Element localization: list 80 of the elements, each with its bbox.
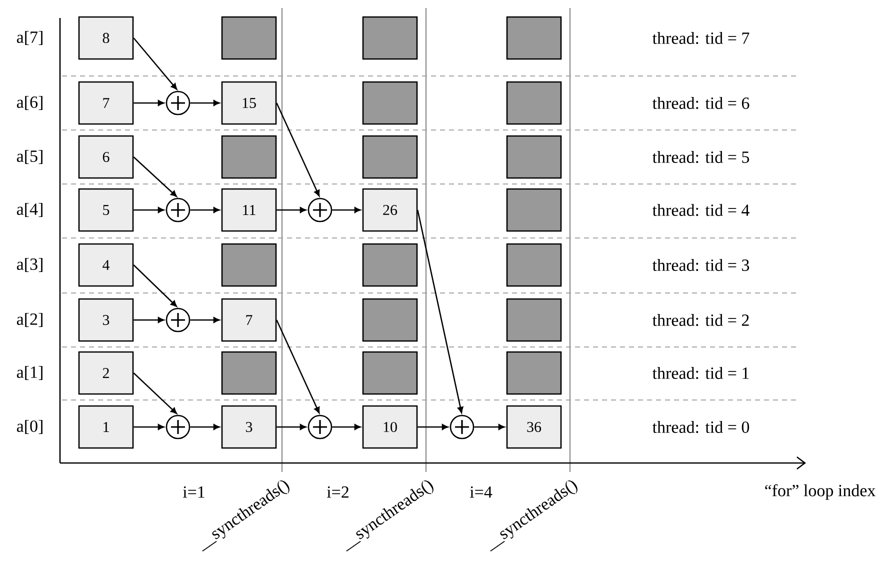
value-box: 15 xyxy=(221,81,277,125)
row-label: a[4] xyxy=(16,202,42,218)
shaded-box xyxy=(506,16,562,60)
thread-label: thread: tid = 3 xyxy=(652,258,750,271)
iteration-label: i=2 xyxy=(326,486,348,498)
thread-label: thread: tid = 5 xyxy=(652,150,750,163)
adder-circle xyxy=(166,308,190,332)
adder-circle xyxy=(308,414,332,440)
adder-circle xyxy=(166,198,190,222)
arrow xyxy=(417,210,464,414)
arrow xyxy=(190,100,220,106)
adder-circle xyxy=(166,414,190,440)
iteration-label: i=4 xyxy=(470,486,492,498)
shaded-box xyxy=(506,298,562,342)
arrow xyxy=(276,424,306,430)
shaded-box xyxy=(221,16,277,60)
arrow xyxy=(332,424,361,430)
thread-label: thread: tid = 4 xyxy=(652,204,750,216)
value-box: 10 xyxy=(362,405,418,449)
row-label: a[3] xyxy=(16,258,42,272)
value-box: 8 xyxy=(78,16,134,60)
row-label: a[0] xyxy=(16,420,42,434)
arrow xyxy=(133,372,177,414)
value-box: 5 xyxy=(78,188,134,232)
thread-label: thread: tid = 7 xyxy=(652,32,750,44)
arrow xyxy=(332,207,361,213)
shaded-box xyxy=(362,351,418,395)
adder-circle xyxy=(450,414,474,440)
arrow xyxy=(190,207,220,213)
arrow xyxy=(474,424,505,430)
arrow xyxy=(134,317,164,323)
arrow xyxy=(276,320,320,414)
arrow xyxy=(276,102,320,196)
shaded-box xyxy=(506,135,562,179)
value-box: 3 xyxy=(78,298,134,342)
value-box: 7 xyxy=(78,81,134,125)
arrow xyxy=(133,156,177,197)
shaded-box xyxy=(506,351,562,395)
arrow xyxy=(134,424,164,430)
value-box: 7 xyxy=(221,298,277,342)
thread-label: thread: tid = 6 xyxy=(652,96,750,109)
shaded-box xyxy=(506,188,562,232)
shaded-box xyxy=(362,135,418,179)
arrow xyxy=(133,38,178,90)
shaded-box xyxy=(221,351,277,395)
arrow xyxy=(133,264,177,307)
adder-circle xyxy=(166,90,190,116)
value-box: 2 xyxy=(78,351,134,395)
arrow xyxy=(190,317,220,323)
shaded-box xyxy=(362,16,418,60)
shaded-box xyxy=(362,81,418,125)
shaded-box xyxy=(221,243,277,287)
arrow xyxy=(418,424,448,430)
value-box: 36 xyxy=(506,405,562,449)
value-box: 4 xyxy=(78,243,134,287)
thread-label: thread: tid = 1 xyxy=(652,366,749,379)
arrow xyxy=(134,207,164,213)
iteration-label: i=1 xyxy=(182,486,204,498)
row-label: a[7] xyxy=(16,30,42,46)
arrow xyxy=(134,100,164,106)
arrow xyxy=(190,424,220,430)
row-label: a[6] xyxy=(16,96,42,110)
row-label: a[1] xyxy=(16,366,42,380)
value-box: 11 xyxy=(221,188,277,232)
row-label: a[2] xyxy=(16,312,42,328)
shaded-box xyxy=(362,243,418,287)
row-label: a[5] xyxy=(16,150,42,164)
value-box: 3 xyxy=(221,405,277,449)
shaded-box xyxy=(362,298,418,342)
shaded-box xyxy=(506,81,562,125)
value-box: 6 xyxy=(78,135,134,179)
value-box: 26 xyxy=(362,188,418,232)
axis-label: “for” loop index xyxy=(765,484,876,500)
adder-circle xyxy=(308,198,332,222)
thread-label: thread: tid = 0 xyxy=(652,420,750,433)
shaded-box xyxy=(221,135,277,179)
thread-label: thread: tid = 2 xyxy=(652,314,749,326)
value-box: 1 xyxy=(78,405,134,449)
arrow xyxy=(276,207,306,213)
shaded-box xyxy=(506,243,562,287)
